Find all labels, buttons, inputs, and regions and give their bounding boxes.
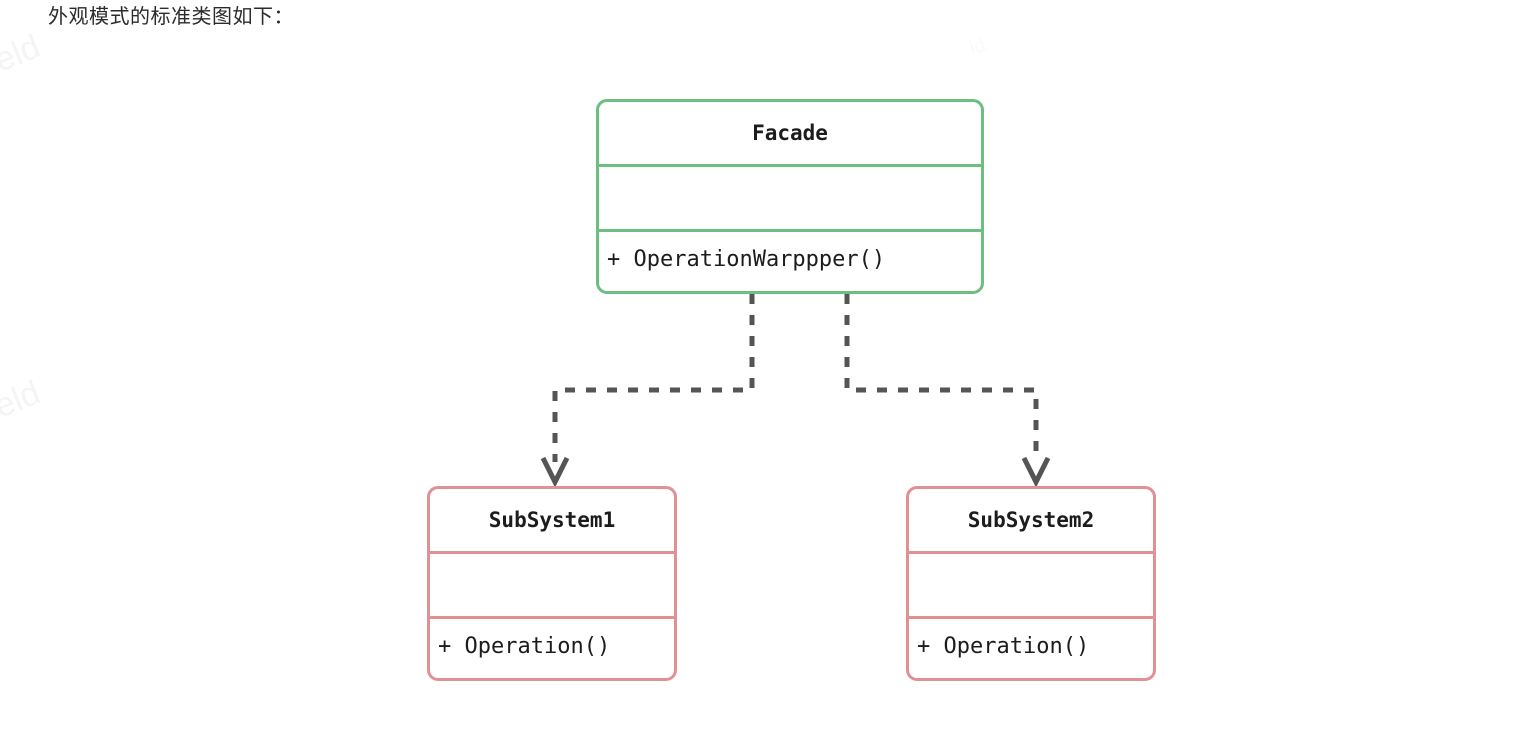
dependency-arrow-subsystem1: [540, 294, 755, 488]
class-name-subsystem1: SubSystem1: [488, 508, 616, 532]
class-method-subsystem2: + Operation(): [909, 616, 1153, 674]
watermark: celd: [0, 373, 46, 433]
class-name-subsystem2: SubSystem2: [967, 508, 1095, 532]
watermark: celd: [0, 27, 46, 87]
class-method-facade: + OperationWarppper(): [599, 229, 981, 287]
uml-class-subsystem1[interactable]: SubSystem1 + Operation(): [427, 486, 677, 681]
class-method-subsystem1: + Operation(): [430, 616, 674, 674]
uml-class-facade[interactable]: Facade + OperationWarppper(): [596, 99, 984, 294]
watermark: ld: [966, 33, 990, 61]
class-attributes-facade: [599, 164, 981, 229]
class-attributes-subsystem2: [909, 551, 1153, 616]
page-title: 外观模式的标准类图如下：: [48, 6, 294, 28]
class-name-facade: Facade: [752, 121, 828, 145]
dependency-arrow-subsystem2: [844, 294, 1051, 488]
uml-class-subsystem2[interactable]: SubSystem2 + Operation(): [906, 486, 1156, 681]
class-attributes-subsystem1: [430, 551, 674, 616]
